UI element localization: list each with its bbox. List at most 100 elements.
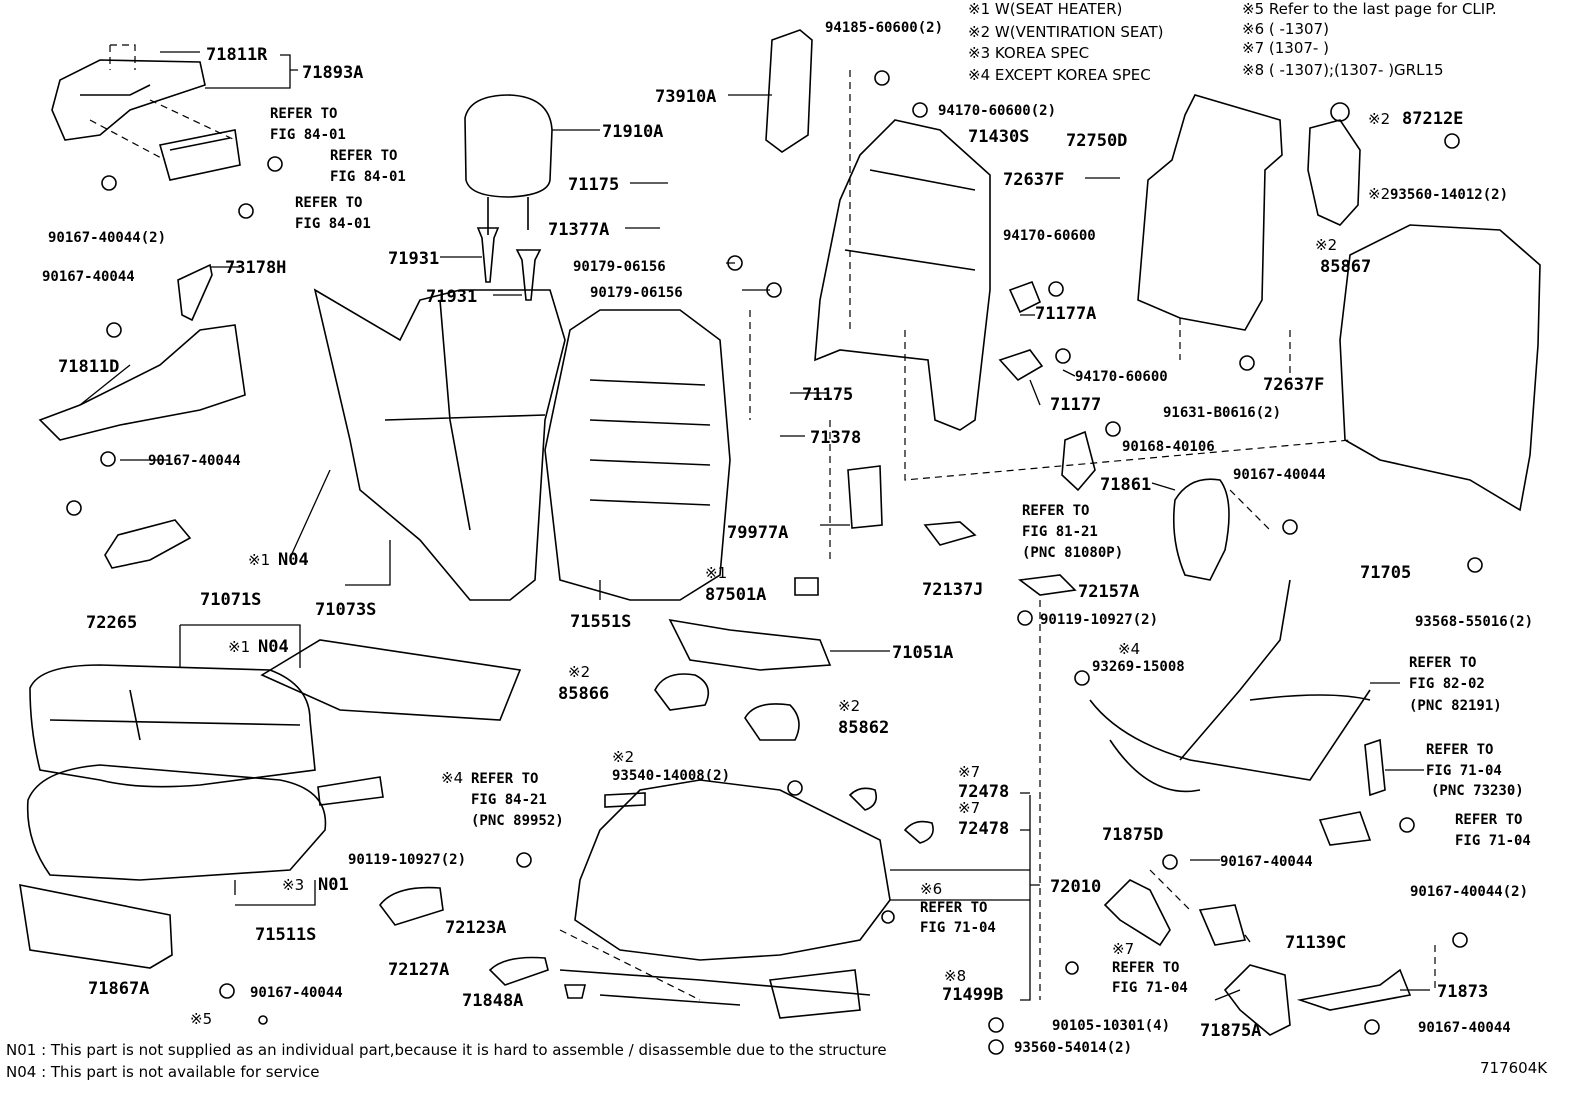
footnotes: N01 : This part is not supplied as an in… [6, 1041, 1548, 1081]
legend-5: ※5 Refer to the last page for CLIP. [1242, 0, 1497, 18]
label-l9: 90167-40044(2) [48, 230, 166, 246]
mark-m14: ※3 [282, 876, 304, 894]
mark-m10: ※4 [441, 769, 463, 787]
headrest-posts [487, 197, 529, 235]
assembly-guides [559, 70, 1436, 1001]
cushion-seam [49, 689, 301, 741]
leader-71893a [160, 51, 298, 89]
screw-90167 [101, 175, 117, 191]
part-85862 [744, 703, 800, 741]
label-l14: 71430S [968, 127, 1029, 147]
label-l57: 71051A [892, 643, 953, 663]
label-l45: 72265 [86, 613, 137, 633]
label-l24: 93560-14012(2) [1390, 187, 1508, 203]
label-l76: N01 [318, 875, 349, 895]
part-71499b [768, 969, 861, 1019]
nut-71-04 [1399, 817, 1415, 833]
cover-71861 [1172, 478, 1230, 581]
cushion-pad-71511s [26, 764, 327, 881]
screw-90167-f [1452, 932, 1468, 948]
legend-4: ※4 EXCEPT KOREA SPEC [968, 66, 1151, 84]
label-l51: 72157A [1078, 582, 1139, 602]
label-l50: 72137J [922, 580, 983, 600]
bracket-85867 [1307, 119, 1361, 226]
label-l83: 72123A [445, 918, 506, 938]
module-81-21 [1061, 430, 1096, 492]
part-87212e [1330, 102, 1350, 122]
mark-m18: ※5 [190, 1010, 212, 1028]
part-72157a [1017, 574, 1077, 596]
label-l40: 71861 [1100, 475, 1151, 495]
label-l29: 72637F [1263, 375, 1324, 395]
cushion-cover-71071s [29, 664, 316, 788]
nut-94170-c [1055, 348, 1071, 364]
board-72750d [1137, 94, 1283, 331]
part-72123a [378, 886, 444, 926]
label-l31: 91631-B0616(2) [1163, 405, 1281, 421]
label-l68: 72478 [958, 782, 1009, 802]
label-l96: 90167-40044 [1418, 1020, 1511, 1036]
label-l46: N04 [278, 550, 309, 570]
bracket-71177 [998, 349, 1044, 382]
leader-group-a [440, 94, 772, 296]
part-fig-71-04-b [1065, 961, 1079, 975]
back-cover-71705 [1339, 224, 1541, 512]
label-l64: REFER TO [471, 771, 538, 787]
leader-group-f [890, 792, 1040, 1001]
label-l7: REFER TO [295, 195, 362, 211]
label-l47: 71073S [315, 600, 376, 620]
mark-m11: ※2 [612, 748, 634, 766]
label-l5: REFER TO [330, 148, 397, 164]
label-l34: 71811D [58, 357, 119, 377]
label-l23: 72637F [1003, 170, 1064, 190]
label-l65: FIG 84-21 [471, 792, 547, 808]
label-l41: REFER TO [1022, 503, 1089, 519]
label-l95: 71875A [1200, 1021, 1261, 1041]
label-l87: FIG 71-04 [1112, 980, 1188, 996]
part-85866 [654, 673, 710, 711]
label-l73: REFER TO [1455, 812, 1522, 828]
mark-m15: ※6 [920, 880, 942, 898]
label-l90: 90167-40044 [250, 985, 343, 1001]
pad-channels [589, 379, 711, 506]
pad-71551s [544, 309, 731, 601]
label-l77: 71875D [1102, 825, 1163, 845]
figure-id: 717604K [1480, 1059, 1548, 1077]
label-l84: 71139C [1285, 933, 1346, 953]
part-71848a [563, 984, 587, 999]
nut-94185 [874, 70, 890, 86]
label-l39: 90167-40044 [1233, 467, 1326, 483]
screw-90167-r [1282, 519, 1298, 535]
label-l12: 94185-60600(2) [825, 20, 943, 36]
label-l27: 71177A [1035, 304, 1096, 324]
legend-6: ※6 ( -1307) [1242, 20, 1329, 38]
label-l69: 72478 [958, 819, 1009, 839]
part-72478a [848, 787, 878, 811]
label-l16: 87212E [1402, 109, 1463, 129]
label-l32: 73178H [225, 258, 286, 278]
label-l38: 90168-40106 [1122, 439, 1215, 455]
nut-94170-a [912, 102, 928, 118]
mark-m4: ※1 [248, 551, 270, 569]
part-71875d [1103, 879, 1171, 947]
label-l80: REFER TO [920, 900, 987, 916]
label-l30: 71177 [1050, 395, 1101, 415]
buckle-71-04 [1318, 738, 1386, 846]
part-71051a [668, 618, 832, 671]
part-72478b [903, 820, 934, 844]
leader-group-d [289, 469, 1176, 600]
screw-b [238, 203, 254, 219]
label-l18: 71377A [548, 220, 609, 240]
label-l58: 93269-15008 [1092, 659, 1185, 675]
guide-71931-a [476, 227, 500, 283]
label-l3: REFER TO [270, 106, 337, 122]
label-l93: 71873 [1437, 982, 1488, 1002]
bolt-90119-b [516, 852, 532, 868]
label-l79: 72010 [1050, 877, 1101, 897]
switch-panel [158, 129, 241, 181]
label-l82: 71511S [255, 925, 316, 945]
cover-73178h [177, 263, 213, 322]
part-72127a [488, 956, 549, 986]
leader-group-g [1190, 682, 1430, 1001]
